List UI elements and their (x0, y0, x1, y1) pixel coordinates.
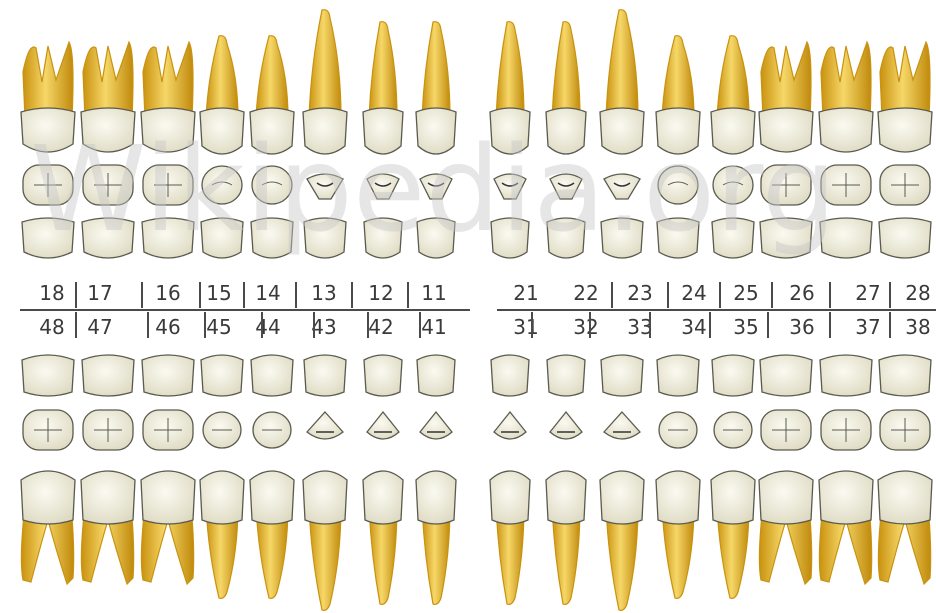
lower-crown-48 (21, 471, 75, 524)
upper-root-28 (880, 42, 930, 118)
upper-root-11 (422, 22, 450, 118)
lower-crown-38 (878, 471, 932, 524)
lower-number-38: 38 (905, 315, 930, 339)
lower-number-32: 32 (573, 315, 598, 339)
lower-crown-35 (711, 471, 755, 524)
lower-occlusal-42 (367, 412, 399, 439)
upper-root-18 (23, 42, 73, 118)
upper-number-13: 13 (311, 281, 336, 305)
lower-occlusal-43 (307, 412, 343, 439)
watermark-text: Wikipedia.org (30, 120, 837, 258)
lower-number-47: 47 (87, 315, 112, 339)
upper-number-23: 23 (627, 281, 652, 305)
lower-labial-37 (820, 355, 872, 396)
lower-number-48: 48 (39, 315, 64, 339)
lower-number-33: 33 (627, 315, 652, 339)
lower-crown-43 (303, 471, 347, 524)
upper-crown-28 (878, 108, 932, 152)
lower-crown-42 (363, 471, 403, 524)
upper-number-15: 15 (206, 281, 231, 305)
upper-root-14 (256, 36, 288, 118)
lower-occlusal-31 (494, 412, 526, 439)
lower-labial-34 (657, 355, 699, 396)
lower-labial-48 (22, 355, 74, 396)
lower-crown-31 (490, 471, 530, 524)
upper-root-22 (552, 22, 580, 118)
lower-labial-33 (601, 355, 643, 396)
upper-root-23 (606, 10, 638, 118)
upper-number-11: 11 (421, 281, 446, 305)
upper-root-15 (206, 36, 238, 118)
lower-crown-37 (819, 471, 873, 524)
lower-labial-41 (417, 355, 455, 396)
lower-labial-47 (82, 355, 134, 396)
lower-crown-32 (546, 471, 586, 524)
upper-roots-row (23, 10, 930, 118)
upper-root-26 (761, 42, 811, 118)
lower-crown-33 (600, 471, 644, 524)
lower-crown-47 (81, 471, 135, 524)
upper-root-25 (717, 36, 749, 118)
lower-number-cells: 48 47 46 45 44 43 42 41 31 32 33 34 35 36 37 38 (39, 312, 930, 339)
lower-number-37: 37 (855, 315, 880, 339)
upper-number-25: 25 (733, 281, 758, 305)
lower-number-44: 44 (255, 315, 280, 339)
upper-root-21 (496, 22, 524, 118)
upper-root-16 (143, 42, 193, 118)
lower-crown-36 (759, 471, 813, 524)
lower-labial-36 (760, 355, 812, 396)
lower-labial-32 (547, 355, 585, 396)
lower-labial-43 (304, 355, 346, 396)
upper-labial-28 (879, 218, 931, 258)
lower-number-36: 36 (789, 315, 814, 339)
upper-number-12: 12 (368, 281, 393, 305)
lower-labial-42 (364, 355, 402, 396)
lower-number-42: 42 (368, 315, 393, 339)
upper-number-21: 21 (513, 281, 538, 305)
upper-number-22: 22 (573, 281, 598, 305)
lower-number-46: 46 (155, 315, 180, 339)
lower-number-45: 45 (206, 315, 231, 339)
lower-number-34: 34 (681, 315, 706, 339)
lower-labial-45 (201, 355, 243, 396)
lower-labial-31 (491, 355, 529, 396)
upper-number-26: 26 (789, 281, 814, 305)
upper-number-18: 18 (39, 281, 64, 305)
lower-occlusal-row (23, 410, 930, 450)
tooth-numbering-grid: 18171615141312112122232425262728 4847464… (20, 281, 936, 339)
lower-labial-46 (142, 355, 194, 396)
upper-root-13 (309, 10, 341, 118)
upper-number-28: 28 (905, 281, 930, 305)
upper-number-16: 16 (155, 281, 180, 305)
lower-occlusal-41 (420, 412, 452, 439)
lower-labial-38 (879, 355, 931, 396)
lower-number-43: 43 (311, 315, 336, 339)
upper-root-12 (369, 22, 397, 118)
upper-number-14: 14 (255, 281, 280, 305)
lower-number-35: 35 (733, 315, 758, 339)
lower-crown-44 (250, 471, 294, 524)
upper-root-24 (662, 36, 694, 118)
lower-occlusal-32 (550, 412, 582, 439)
lower-number-41: 41 (421, 315, 446, 339)
upper-root-17 (83, 42, 133, 118)
upper-number-27: 27 (855, 281, 880, 305)
lower-crown-34 (656, 471, 700, 524)
lower-labial-44 (251, 355, 293, 396)
upper-root-27 (821, 42, 871, 118)
lower-number-31: 31 (513, 315, 538, 339)
lower-labial-35 (712, 355, 754, 396)
lower-crown-41 (416, 471, 456, 524)
lower-crown-45 (200, 471, 244, 524)
lower-incisal-row (22, 355, 931, 396)
lower-crown-46 (141, 471, 195, 524)
lower-crowns-row (21, 471, 932, 524)
upper-number-cells: 18 17 16 15 14 13 12 11 21 22 23 24 25 26 27 28 (39, 281, 930, 308)
upper-number-24: 24 (681, 281, 706, 305)
upper-number-17: 17 (87, 281, 112, 305)
lower-occlusal-33 (604, 412, 640, 439)
